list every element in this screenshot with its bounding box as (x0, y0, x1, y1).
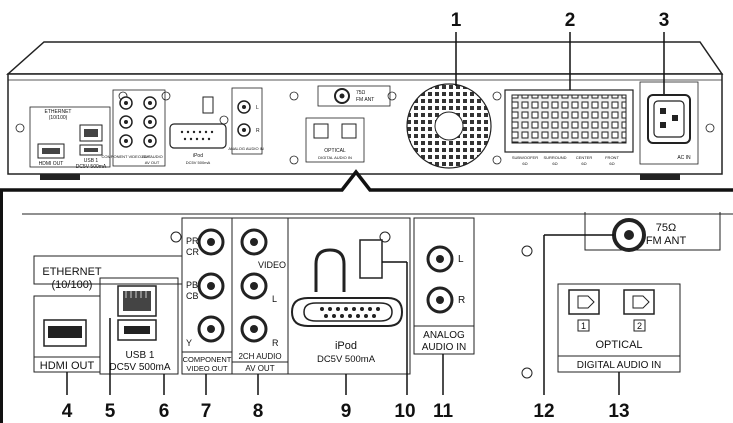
ov-analog-r: R (256, 128, 260, 134)
ov-ethernet-speed: (10/100) (49, 115, 68, 121)
analog-l-label: L (458, 254, 464, 265)
usb-power-label: DC5V 500mA (109, 362, 170, 373)
ov-analog-l: L (256, 105, 259, 111)
ov-ipod-label: iPod (193, 153, 203, 159)
fm-ohm-label: 75Ω (656, 222, 676, 234)
ov-hdmi-label: HDMI OUT (39, 161, 64, 167)
pb-label: PB (186, 280, 198, 290)
optical-2-label: 2 (637, 321, 642, 331)
callout-10: 10 (394, 401, 415, 422)
ov-surround: SURROUND (543, 155, 566, 160)
optical-label: OPTICAL (595, 339, 642, 351)
fan-icon (407, 84, 491, 168)
pr-label: PR (186, 236, 199, 246)
av-r-label: R (272, 338, 279, 348)
ipod-power-label: DC5V 500mA (317, 354, 376, 365)
ov-fm-ohm: 75Ω (356, 90, 366, 96)
component-label: COMPONENT (183, 355, 232, 364)
ov-ac-in: AC IN (677, 155, 691, 161)
ov-ohm-4: 6Ω (609, 161, 614, 166)
ethernet-label: ETHERNET (42, 266, 102, 278)
cr-label: CR (186, 247, 199, 257)
device-overview: ETHERNET (10/100) USB 1 DC5V 500mA HDMI … (8, 10, 722, 180)
ov-2ch-label: 2CH AUDIO (141, 154, 163, 159)
callout-7: 7 (201, 401, 212, 422)
ov-optical-label: OPTICAL (324, 148, 346, 154)
av-out-label: AV OUT (245, 364, 274, 373)
callout-1: 1 (451, 10, 462, 31)
ov-ipod-port[interactable] (170, 124, 226, 148)
analog-r-label: R (458, 295, 465, 306)
analog-label: ANALOG (423, 330, 465, 341)
callout-13: 13 (608, 401, 629, 422)
hdmi-out-label: HDMI OUT (40, 360, 95, 372)
ov-usb-power: DC5V 500mA (76, 164, 107, 170)
ov-front: FRONT (605, 155, 619, 160)
foot-left (40, 174, 80, 180)
ov-optical-1[interactable] (314, 124, 328, 138)
callout-8: 8 (253, 401, 264, 422)
ipod-label: iPod (335, 340, 357, 352)
callout-11: 11 (433, 401, 454, 422)
ov-analog-label: ANALOG AUDIO IN (228, 146, 263, 151)
video-out-label: VIDEO OUT (186, 364, 228, 373)
audio-in-label: AUDIO IN (422, 342, 466, 353)
two-ch-audio-label: 2CH AUDIO (238, 352, 281, 361)
device-top-lid (8, 42, 722, 74)
ov-ohm-3: 6Ω (581, 161, 586, 166)
ov-center: CENTER (576, 155, 593, 160)
callout-4: 4 (62, 401, 73, 422)
av-l-label: L (272, 294, 277, 304)
cb-label: CB (186, 291, 199, 301)
ipod-strap (316, 250, 344, 292)
callout-9: 9 (341, 401, 352, 422)
ov-digital-label: DIGITAL AUDIO IN (318, 155, 352, 160)
optical-1-label: 1 (581, 321, 586, 331)
callout-6: 6 (159, 401, 170, 422)
callout-3: 3 (659, 10, 670, 31)
fm-ant-label: FM ANT (646, 235, 687, 247)
ethernet-speed: (10/100) (52, 279, 93, 291)
y-label: Y (186, 338, 192, 348)
detail-panel: ETHERNET (10/100) HDMI OUT USB 1 DC5V 50… (22, 212, 733, 378)
ov-ipod-power: DC5V 500mA (186, 160, 211, 165)
ov-optical-2[interactable] (342, 124, 356, 138)
ov-fm-ant: FM ANT (356, 97, 374, 103)
callout-5: 5 (105, 401, 116, 422)
usb-label: USB 1 (126, 350, 155, 361)
ov-ohm-1: 6Ω (522, 161, 527, 166)
video-label: VIDEO (258, 260, 286, 270)
foot-right (640, 174, 680, 180)
digital-audio-in-label: DIGITAL AUDIO IN (577, 360, 661, 371)
ov-avout-label: AV OUT (145, 160, 160, 165)
ov-ohm-2: 6Ω (552, 161, 557, 166)
ov-subwoofer: SUBWOOFER (512, 155, 538, 160)
callout-2: 2 (565, 10, 576, 31)
callout-12: 12 (533, 401, 554, 422)
ipod-dock-tab (360, 240, 382, 278)
